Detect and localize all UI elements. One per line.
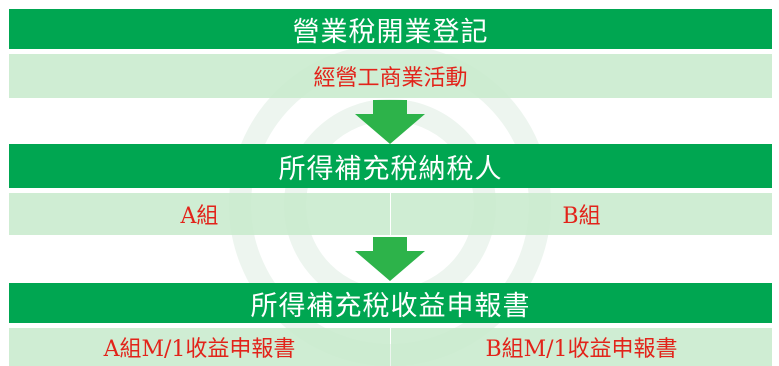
step2-item-b: B組: [391, 193, 772, 235]
step2-item-a: A組: [9, 193, 390, 235]
step3-row: A組M/1收益申報書 B組M/1收益申報書: [9, 328, 772, 366]
step2-row: A組 B組: [9, 193, 772, 235]
step3-item-a: A組M/1收益申報書: [9, 328, 390, 366]
step2-title: 所得補充稅納稅人: [9, 144, 772, 188]
down-arrow-icon: [355, 237, 425, 281]
step3-item-b: B組M/1收益申報書: [391, 328, 772, 366]
step1-title: 營業稅開業登記: [9, 9, 772, 49]
step1-item: 經營工商業活動: [9, 54, 772, 98]
step1-row: 經營工商業活動: [9, 54, 772, 98]
step3-title: 所得補充稅收益申報書: [9, 283, 772, 323]
down-arrow-icon: [355, 100, 425, 144]
